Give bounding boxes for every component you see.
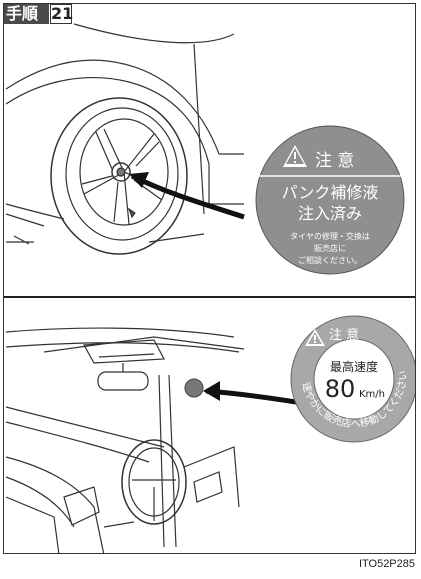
tire-illustration: 注 意 パンク補修液 注入済み タイヤの修理・交換は 販売店に ご相談ください。	[5, 23, 405, 275]
tire-line1-text: パンク補修液	[282, 183, 379, 202]
tire-note3-text: ご相談ください。	[298, 255, 362, 265]
speed-value-text: 80	[325, 375, 356, 403]
illustration-frame: 手順 21	[3, 3, 416, 554]
step-number: 21	[50, 4, 74, 24]
tire-caution-text: 注 意	[315, 151, 354, 171]
interior-illustration: 注 意 最高速度 80 Km/h 速やかに販売店へ移動してください。	[4, 297, 415, 553]
speed-title-text: 最高速度	[330, 359, 378, 374]
tire-note2-text: 販売店に	[314, 243, 346, 253]
section-divider	[4, 296, 415, 298]
step-label: 手順	[4, 4, 49, 24]
tire-note1-text: タイヤの修理・交換は	[290, 231, 370, 241]
tire-line2-text: 注入済み	[298, 204, 362, 223]
figure-code: ITO52P285	[358, 558, 415, 570]
speed-unit-text: Km/h	[359, 389, 385, 400]
speed-caution-text: 注 意	[329, 327, 359, 343]
